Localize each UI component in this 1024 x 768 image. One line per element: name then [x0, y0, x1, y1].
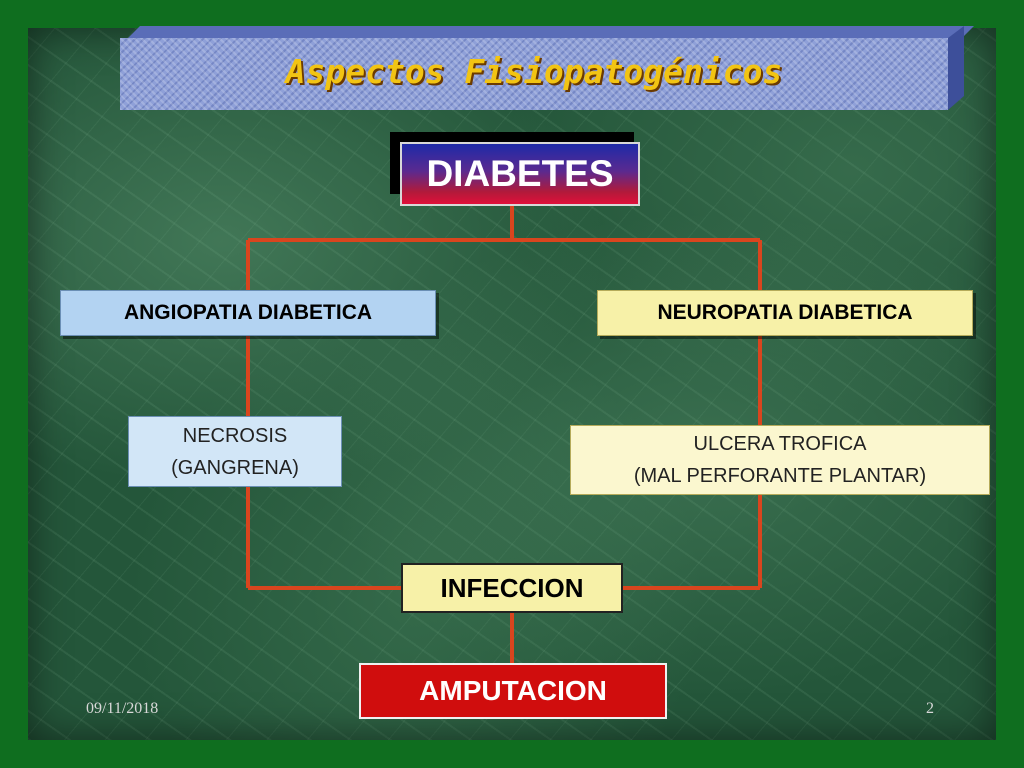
footer-date: 09/11/2018	[86, 700, 159, 717]
ulcera-line-2: (MAL PERFORANTE PLANTAR)	[633, 465, 927, 487]
angiopatia-label: ANGIOPATIA DIABETICA	[123, 301, 373, 324]
necrosis-box: NECROSIS (GANGRENA)	[128, 416, 342, 487]
amputacion-label: AMPUTACION	[419, 675, 607, 706]
diabetes-label: DIABETES	[426, 153, 614, 194]
ulcera-line-1: ULCERA TROFICA	[693, 433, 867, 455]
infeccion-label: INFECCION	[440, 572, 584, 603]
title-banner	[120, 38, 948, 110]
neuropatia-label: NEUROPATIA DIABETICA	[657, 301, 913, 324]
slide-title: Aspectos Fisiopatogénicos	[285, 52, 783, 91]
neuropatia-box: NEUROPATIA DIABETICA	[597, 290, 973, 336]
angiopatia-box: ANGIOPATIA DIABETICA	[60, 290, 436, 336]
title-banner-bevel-side	[948, 26, 964, 110]
ulcera-box: ULCERA TROFICA (MAL PERFORANTE PLANTAR)	[570, 425, 990, 495]
amputacion-box: AMPUTACION	[359, 663, 667, 719]
diabetes-box: DIABETES	[400, 142, 640, 206]
footer-page-number: 2	[926, 700, 934, 717]
necrosis-line-1: NECROSIS	[182, 424, 288, 447]
necrosis-line-2: (GANGRENA)	[171, 456, 299, 479]
infeccion-box: INFECCION	[401, 563, 623, 613]
